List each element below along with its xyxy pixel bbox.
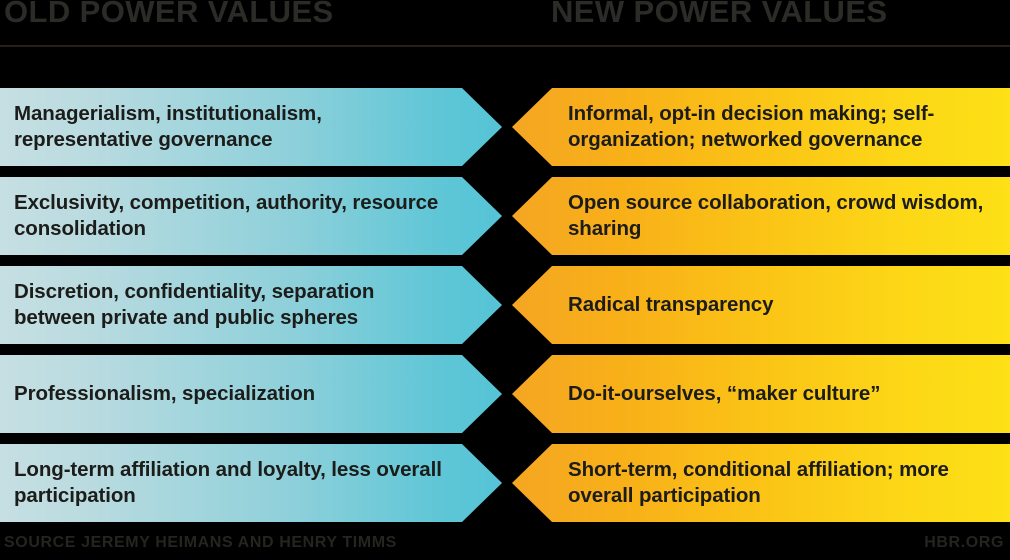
table-row: Long-term affiliation and loyalty, less … <box>0 444 1010 522</box>
old-power-value-text: Exclusivity, competition, authority, res… <box>14 191 439 240</box>
new-power-chevron: Do-it-ourselves, “maker culture” <box>512 355 1010 433</box>
new-power-value-text: Radical transparency <box>568 293 774 316</box>
new-power-value-text: Informal, opt-in decision making; self-o… <box>568 102 935 151</box>
table-row: Exclusivity, competition, authority, res… <box>0 177 1010 255</box>
header: OLD POWER VALUES NEW POWER VALUES <box>0 0 1010 47</box>
old-power-column-title: OLD POWER VALUES <box>4 0 334 29</box>
old-power-value-text: Managerialism, institutionalism, represe… <box>14 102 322 151</box>
table-row: Professionalism, specialization Do-it-ou… <box>0 355 1010 433</box>
old-power-chevron: Managerialism, institutionalism, represe… <box>0 88 502 166</box>
footer: SOURCE JEREMY HEIMANS AND HENRY TIMMS HB… <box>0 528 1010 560</box>
new-power-value-text: Short-term, conditional affiliation; mor… <box>568 458 949 507</box>
new-power-value-text: Open source collaboration, crowd wisdom,… <box>568 191 984 240</box>
old-power-chevron: Long-term affiliation and loyalty, less … <box>0 444 502 522</box>
comparison-rows: Managerialism, institutionalism, represe… <box>0 52 1010 522</box>
new-power-chevron: Open source collaboration, crowd wisdom,… <box>512 177 1010 255</box>
new-power-chevron: Informal, opt-in decision making; self-o… <box>512 88 1010 166</box>
new-power-chevron: Short-term, conditional affiliation; mor… <box>512 444 1010 522</box>
table-row: Discretion, confidentiality, separation … <box>0 266 1010 344</box>
old-power-chevron: Professionalism, specialization <box>0 355 502 433</box>
table-row: Managerialism, institutionalism, represe… <box>0 88 1010 166</box>
header-divider <box>0 45 1010 47</box>
old-power-value-text: Discretion, confidentiality, separation … <box>14 280 375 329</box>
brand-label: HBR.ORG <box>924 534 1004 551</box>
old-power-value-text: Long-term affiliation and loyalty, less … <box>14 458 442 507</box>
source-credit: SOURCE JEREMY HEIMANS AND HENRY TIMMS <box>4 534 397 551</box>
old-power-chevron: Discretion, confidentiality, separation … <box>0 266 502 344</box>
old-power-value-text: Professionalism, specialization <box>14 382 316 405</box>
new-power-chevron: Radical transparency <box>512 266 1010 344</box>
new-power-value-text: Do-it-ourselves, “maker culture” <box>568 382 881 405</box>
old-power-chevron: Exclusivity, competition, authority, res… <box>0 177 502 255</box>
new-power-column-title: NEW POWER VALUES <box>551 0 888 29</box>
